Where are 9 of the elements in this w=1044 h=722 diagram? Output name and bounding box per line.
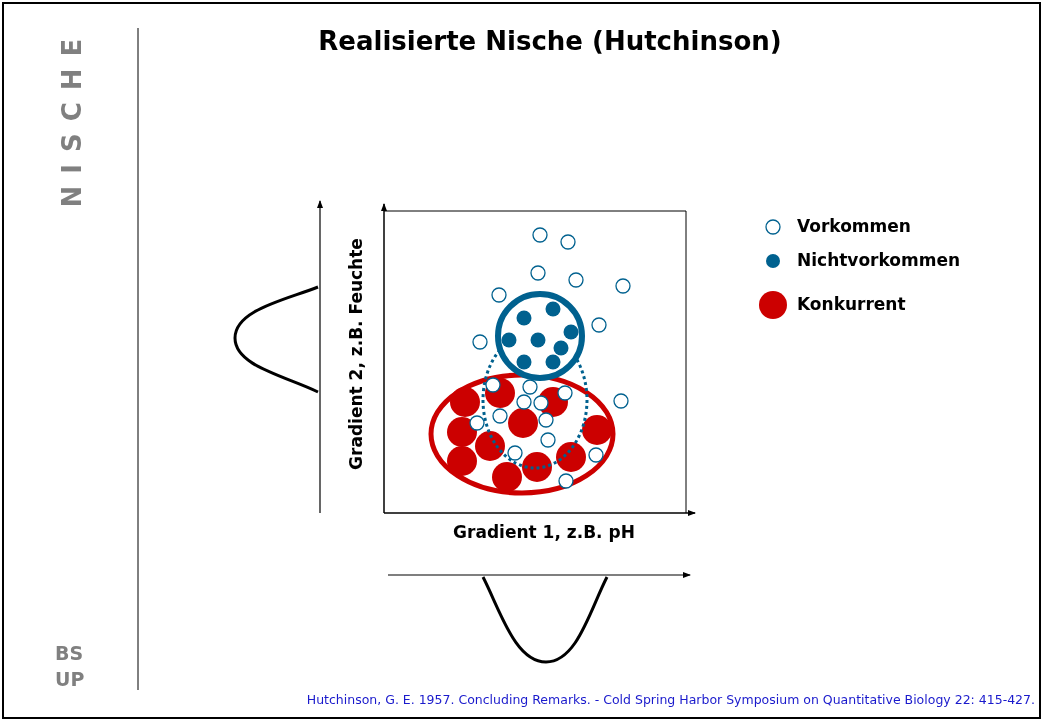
axis-label: Gradient 1, z.B. pH — [452, 522, 636, 542]
citation: Hutchinson, G. E. 1957. Concluding Remarks. - Cold Spring Harbor Symposium on Quantitative Biology 22: 415-427. — [305, 692, 1035, 707]
legend-label: Vorkommen — [797, 216, 911, 236]
side-heading: NISCHE — [57, 25, 87, 210]
title: Realisierte Nische (Hutchinson) — [317, 26, 783, 56]
legend-label: Nichtvorkommen — [797, 250, 961, 270]
axis-label: Gradient 2, z.B. Feuchte — [346, 237, 366, 472]
legend-label: Konkurrent — [797, 294, 906, 314]
institution-mark: BS UP — [55, 641, 86, 692]
